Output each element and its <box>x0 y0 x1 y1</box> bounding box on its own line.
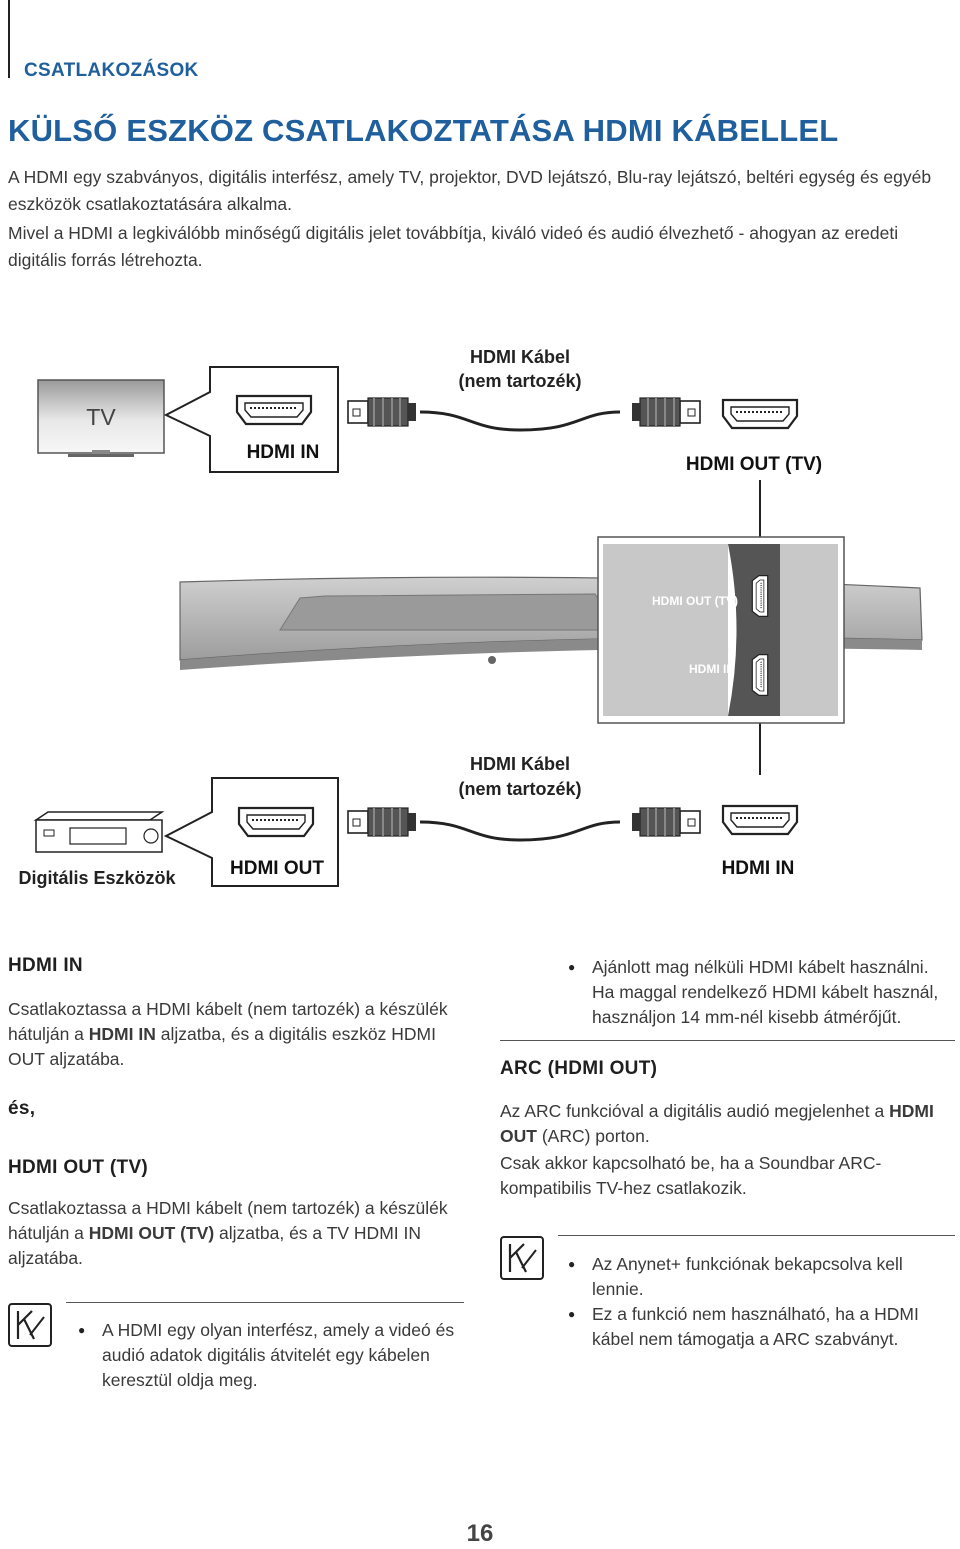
tv-label: TV <box>86 404 116 430</box>
bottom-cable-label-2: (nem tartozék) <box>458 779 581 799</box>
cable-recommendation-item: Ajánlott mag nélküli HDMI kábelt használ… <box>568 955 953 1030</box>
tv-icon: TV <box>37 379 165 457</box>
and-label: és, <box>8 1098 36 1119</box>
hdmi-in-description: Csatlakoztassa a HDMI kábelt (nem tartoz… <box>8 997 463 1072</box>
bottom-cable-label-1: HDMI Kábel <box>470 754 570 774</box>
panel-in-label: HDMI IN <box>689 662 735 676</box>
top-hdmi-cable <box>347 397 700 432</box>
text-run: Csatlakoztassa a HDMI kábelt (nem tartoz… <box>8 999 448 1044</box>
top-port-left-label: HDMI IN <box>247 442 320 463</box>
intro-text: A HDMI egy szabványos, digitális interfé… <box>8 164 953 276</box>
device-label: Digitális Eszközök <box>18 868 176 888</box>
arc-requirement: Csak akkor kapcsolható be, ha a Soundbar… <box>500 1153 882 1198</box>
top-port-right-label: HDMI OUT (TV) <box>686 454 822 475</box>
text-bold: HDMI OUT <box>500 1101 934 1146</box>
hdmi-out-tv-description: Csatlakoztassa a HDMI kábelt (nem tartoz… <box>8 1196 463 1271</box>
header-rule <box>8 0 10 78</box>
intro-paragraph-1: A HDMI egy szabványos, digitális interfé… <box>8 167 932 214</box>
page-title: KÜLSŐ ESZKÖZ CSATLAKOZTATÁSA HDMI KÁBELL… <box>8 113 839 148</box>
connection-diagram: TV HDMI IN HDMI Kábel (nem tartozék) HDM… <box>18 347 923 888</box>
text-bold: HDMI OUT (TV) <box>88 1223 215 1243</box>
text-run: aljzatba, és a TV HDMI IN aljzatába. <box>8 1223 422 1268</box>
text-bold: HDMI IN <box>88 1024 156 1044</box>
heading-arc: ARC (HDMI OUT) <box>500 1058 658 1079</box>
bottom-hdmi-cable <box>347 807 700 842</box>
note-rule-left <box>66 1302 464 1303</box>
cable-recommendation-list: Ajánlott mag nélküli HDMI kábelt használ… <box>568 955 953 1030</box>
note-icon <box>500 1236 544 1280</box>
text-run: Csatlakoztassa a HDMI kábelt (nem tartoz… <box>8 1198 448 1243</box>
top-cable-label-2: (nem tartozék) <box>458 371 581 391</box>
note-item: Ez a funkció nem használható, ha a HDMI … <box>568 1302 953 1352</box>
text-run: aljzatba, és a digitális eszköz HDMI OUT… <box>8 1024 436 1069</box>
hdmi-out-port-icon <box>237 806 315 838</box>
digital-device-icon <box>33 811 165 853</box>
hdmi-out-tv-port-icon <box>721 398 799 430</box>
rear-panel-zoom: HDMI OUT (TV) HDMI IN <box>597 536 845 724</box>
bottom-port-right-label: HDMI IN <box>722 858 795 879</box>
text-run: Az ARC funkcióval a digitális audió megj… <box>500 1101 890 1121</box>
note-list-left: A HDMI egy olyan interfész, amely a vide… <box>78 1318 463 1393</box>
top-cable-label-1: HDMI Kábel <box>470 347 570 367</box>
panel-out-label: HDMI OUT (TV) <box>652 594 738 608</box>
page-number: 16 <box>466 1520 494 1547</box>
section-rule-right <box>500 1040 955 1041</box>
note-item: Az Anynet+ funkciónak bekapcsolva kell l… <box>568 1252 953 1302</box>
note-item: A HDMI egy olyan interfész, amely a vide… <box>78 1318 463 1393</box>
bottom-hdmi-in-port-icon <box>721 804 799 836</box>
note-list-right: Az Anynet+ funkciónak bekapcsolva kell l… <box>568 1252 953 1352</box>
heading-hdmi-out-tv: HDMI OUT (TV) <box>8 1157 149 1178</box>
text-run: (ARC) porton. <box>536 1126 650 1146</box>
note-icon <box>8 1303 52 1347</box>
note-rule-right <box>558 1235 955 1236</box>
heading-hdmi-in: HDMI IN <box>8 955 83 976</box>
bottom-port-left-label: HDMI OUT <box>230 858 324 879</box>
arc-description: Az ARC funkcióval a digitális audió megj… <box>500 1099 955 1201</box>
section-label: CSATLAKOZÁSOK <box>24 60 199 81</box>
intro-paragraph-2: Mivel a HDMI a legkiválóbb minőségű digi… <box>8 223 899 270</box>
hdmi-in-port-icon <box>235 394 313 426</box>
